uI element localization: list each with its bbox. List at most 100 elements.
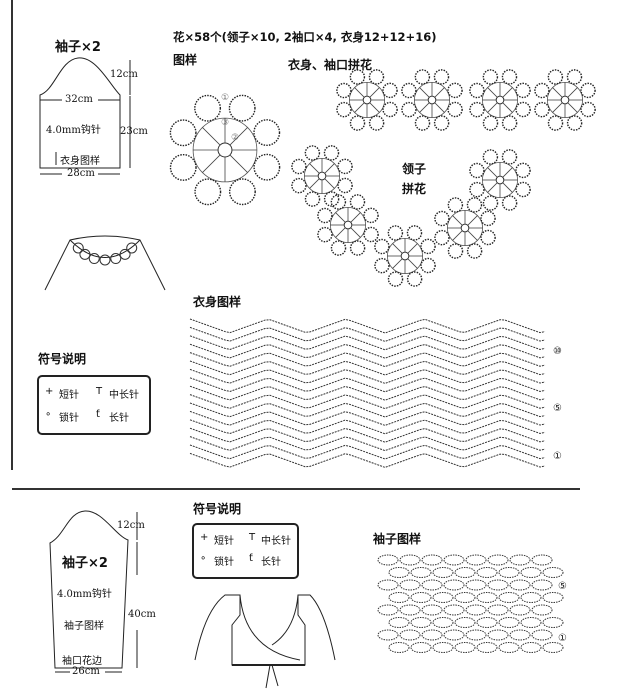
motif-spoke — [335, 212, 346, 223]
motif-center — [343, 220, 353, 230]
dc-symbol: ƭ — [96, 409, 100, 420]
row-marker: ① — [553, 451, 562, 462]
motif-spoke — [392, 243, 403, 254]
chain-loop — [454, 567, 476, 578]
hdc-symbol: T — [249, 532, 256, 543]
motif-fan — [382, 82, 398, 99]
chain-loop — [498, 592, 520, 603]
cuff-label: 袖口花边 — [62, 656, 102, 667]
row-marker: ① — [558, 633, 567, 644]
joined-motifs-chart — [291, 69, 596, 287]
sleeve-pattern-title: 袖子图样 — [373, 532, 422, 546]
zigzag-row — [189, 318, 546, 334]
chain-loop — [542, 592, 564, 603]
motif-fan — [482, 115, 499, 131]
legend-title-bottom: 符号说明 — [193, 502, 242, 516]
motif-fan — [482, 149, 499, 165]
motif-fan — [414, 69, 431, 85]
motif-fan — [349, 194, 366, 210]
chain-loop — [399, 629, 421, 641]
motif-spoke — [434, 87, 445, 98]
chain-loop — [388, 617, 410, 628]
chain-loop — [520, 617, 542, 628]
motif-fan — [434, 210, 450, 227]
zigzag-row — [189, 360, 546, 376]
motif-fan — [420, 257, 436, 274]
sleeve-title-top: 袖子×2 — [55, 40, 101, 55]
chain-loop — [509, 579, 531, 591]
symbol-legend-bottom: + 短针 T 中长针 ∘ 锁针 ƭ 长针 — [192, 523, 299, 579]
collar-label-2: 拼花 — [402, 182, 427, 196]
chain-loop — [465, 554, 487, 566]
sc-label: 短针 — [59, 390, 79, 401]
motif-spoke — [202, 154, 221, 173]
chain-loop — [410, 567, 432, 578]
cap-height-label-bottom: 12cm — [117, 520, 145, 531]
hdc-label: 中长针 — [109, 390, 139, 401]
zigzag-row — [189, 394, 546, 410]
chain-loop — [465, 604, 487, 616]
motif-spoke — [502, 102, 513, 113]
motif-fan — [401, 82, 417, 99]
collar-motifs-sketch — [72, 242, 138, 266]
motif-fan — [323, 145, 340, 161]
motif-fan — [291, 158, 307, 175]
motif-fan — [515, 82, 531, 99]
chain-loop — [421, 579, 443, 591]
chain-loop — [410, 642, 432, 653]
joining-label: 衣身、袖口拼花 — [288, 58, 373, 72]
top-width-label: 32cm — [65, 94, 93, 105]
motif-fan — [374, 257, 390, 274]
body-stitch-chart — [189, 318, 546, 468]
zigzag-row — [189, 419, 546, 435]
motif-fan — [368, 69, 385, 85]
chain-loop — [498, 567, 520, 578]
motif-fan — [337, 158, 353, 175]
collar-motif — [110, 253, 122, 265]
motif-spoke — [309, 178, 320, 189]
motif-fan — [194, 94, 222, 122]
motif-fan — [336, 82, 352, 99]
motif-spoke — [407, 258, 418, 269]
motif-fan — [580, 101, 596, 118]
zigzag-row — [189, 444, 546, 460]
chain-loop — [465, 579, 487, 591]
motif-fan — [349, 69, 366, 85]
motif-fan — [469, 162, 485, 179]
dc-symbol: ƭ — [249, 553, 253, 564]
cap-height-label: 12cm — [110, 69, 138, 80]
ch-label: 锁针 — [59, 413, 79, 424]
chain-loop — [377, 604, 399, 616]
motif-fan — [406, 225, 423, 241]
motif-center — [495, 95, 505, 105]
row-marker: ⑩ — [553, 346, 562, 357]
body-pattern-title: 衣身图样 — [193, 295, 242, 309]
chain-loop — [421, 554, 443, 566]
motif-fan — [253, 119, 281, 147]
chain-loop — [432, 642, 454, 653]
motif-pattern-label: 图样 — [173, 53, 198, 67]
motif-fan — [374, 238, 390, 255]
motif-fan — [368, 115, 385, 131]
collar-motif — [119, 248, 131, 260]
motif-fan — [382, 101, 398, 118]
motif-fan — [349, 115, 366, 131]
chain-loop — [388, 567, 410, 578]
motif-center — [427, 95, 437, 105]
motif-spoke — [350, 212, 361, 223]
chain-loop — [542, 617, 564, 628]
motif-fan — [482, 69, 499, 85]
motif-fan — [387, 271, 404, 287]
motif-spoke — [552, 87, 563, 98]
motif-spoke — [434, 102, 445, 113]
row-marker: ⑤ — [553, 403, 562, 414]
motif-fan — [169, 119, 197, 147]
round-marker: ③ — [221, 118, 230, 128]
pattern-ref-label-bottom: 袖子图样 — [64, 621, 104, 632]
chain-loop — [432, 567, 454, 578]
motif-fan — [317, 207, 333, 224]
chain-loop — [531, 579, 553, 591]
motif-spoke — [392, 258, 403, 269]
round-marker: ② — [231, 133, 240, 143]
bottom-width-label: 28cm — [67, 168, 95, 179]
